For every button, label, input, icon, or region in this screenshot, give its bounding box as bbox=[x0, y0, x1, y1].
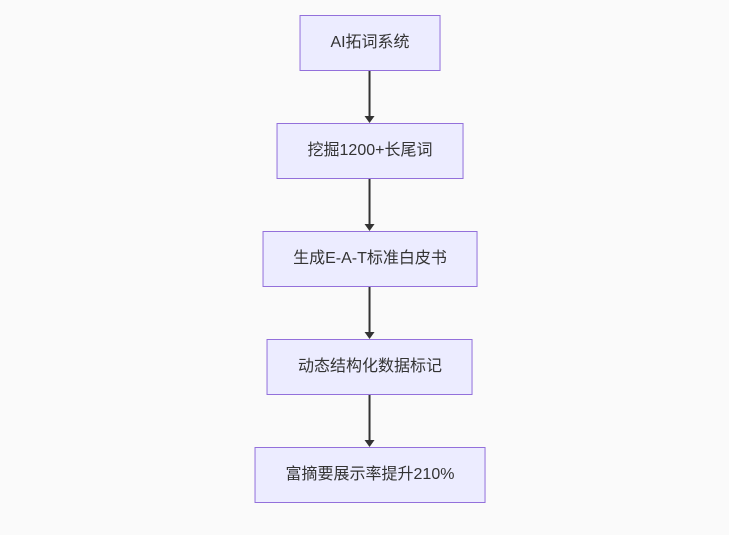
flowchart: AI拓词系统 挖掘1200+长尾词 生成E-A-T标准白皮书 动态结构化数据标记… bbox=[254, 15, 486, 503]
arrow-down-icon bbox=[365, 332, 375, 339]
flow-node-eat-whitepaper: 生成E-A-T标准白皮书 bbox=[262, 231, 478, 287]
edge-line bbox=[369, 71, 371, 116]
edge-line bbox=[369, 179, 371, 224]
arrow-down-icon bbox=[365, 224, 375, 231]
arrow-down-icon bbox=[365, 116, 375, 123]
flow-node-label: 挖掘1200+长尾词 bbox=[307, 142, 433, 160]
flow-node-ai-keyword-system: AI拓词系统 bbox=[299, 15, 441, 71]
flow-node-label: AI拓词系统 bbox=[330, 34, 410, 52]
flow-node-label: 生成E-A-T标准白皮书 bbox=[293, 250, 447, 268]
flow-edge-4 bbox=[365, 395, 375, 447]
flow-edge-2 bbox=[365, 179, 375, 231]
arrow-down-icon bbox=[365, 440, 375, 447]
flow-node-label: 动态结构化数据标记 bbox=[297, 358, 442, 376]
edge-line bbox=[369, 287, 371, 332]
flow-edge-1 bbox=[365, 71, 375, 123]
flow-edge-3 bbox=[365, 287, 375, 339]
flow-node-label: 富摘要展示率提升210% bbox=[285, 466, 455, 484]
flow-node-rich-snippet-result: 富摘要展示率提升210% bbox=[254, 447, 486, 503]
flow-node-longtail-mining: 挖掘1200+长尾词 bbox=[276, 123, 464, 179]
flow-node-structured-data-markup: 动态结构化数据标记 bbox=[266, 339, 473, 395]
edge-line bbox=[369, 395, 371, 440]
